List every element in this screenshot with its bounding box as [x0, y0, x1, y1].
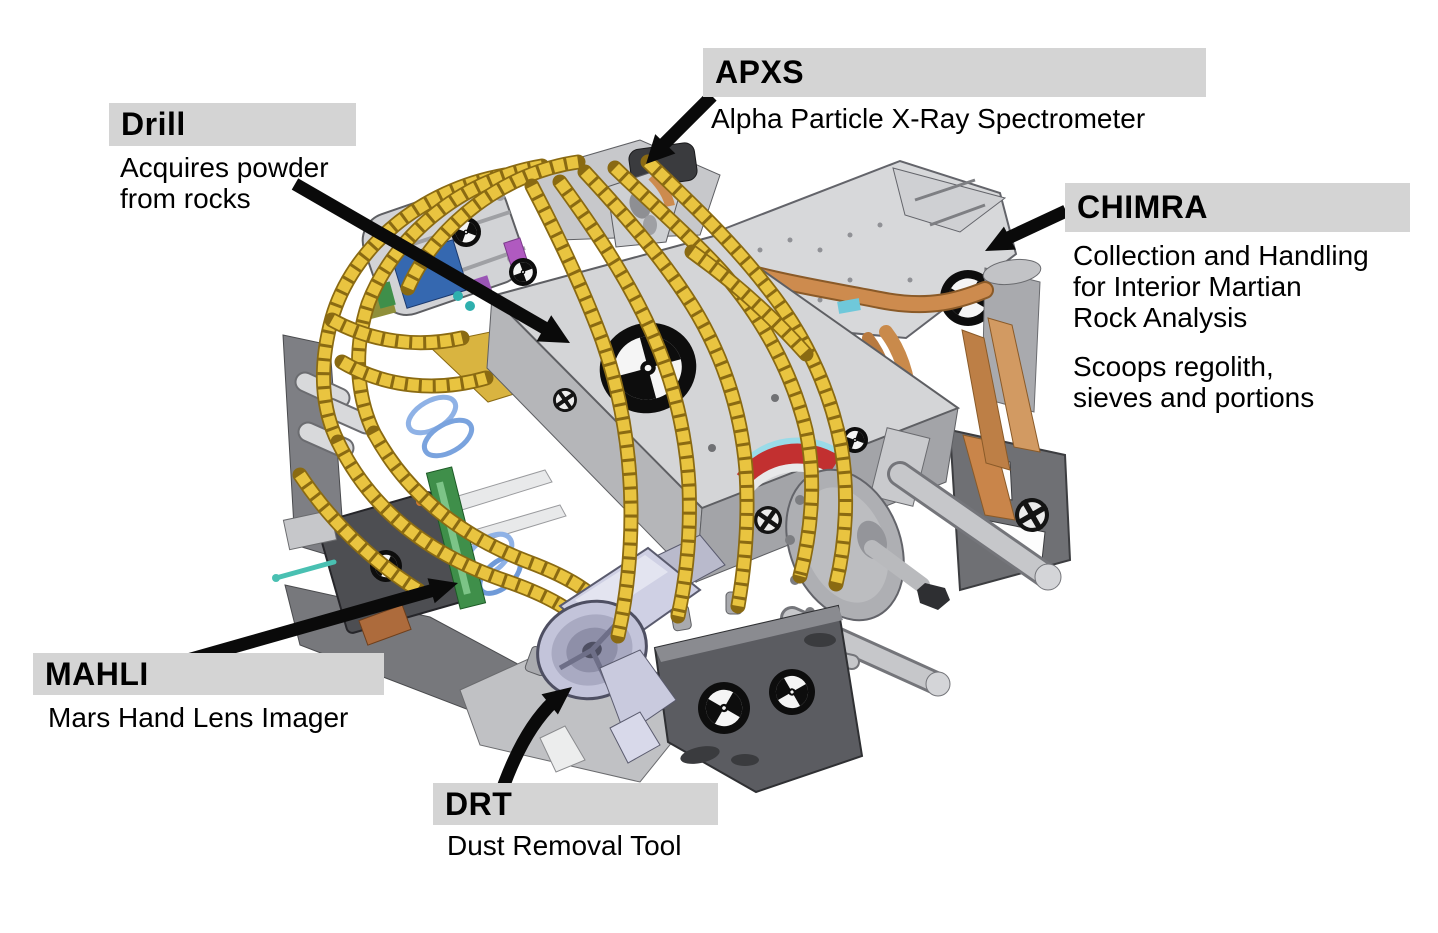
chimra-desc-line: for Interior Martian [1073, 271, 1302, 302]
apxs-desc-line: Alpha Particle X-Ray Spectrometer [711, 103, 1146, 134]
apxs-label: APXS Alpha Particle X-Ray Spectrometer [703, 48, 1206, 134]
bottom-bracket [653, 604, 864, 794]
drill-bit [917, 583, 950, 610]
apxs-label-description: Alpha Particle X-Ray Spectrometer [711, 103, 1206, 134]
chimra-label-description-2: Scoops regolith, sieves and portions [1073, 351, 1410, 413]
chimra-label-description: Collection and Handling for Interior Mar… [1073, 240, 1410, 333]
stabilizer-prong-tip [1034, 563, 1062, 591]
contact-probe [273, 559, 337, 581]
mahli-label-title: MAHLI [45, 655, 149, 692]
drill-label-bar: Drill [109, 103, 356, 146]
mahli-label: MAHLI Mars Hand Lens Imager [33, 653, 384, 733]
chimra-desc-line: Scoops regolith, [1073, 351, 1274, 382]
mahli-label-description: Mars Hand Lens Imager [48, 702, 384, 733]
drill-label-title: Drill [121, 106, 186, 142]
drill-label-description: Acquires powder from rocks [120, 152, 356, 214]
apxs-label-bar: APXS [703, 48, 1206, 97]
chimra-desc-line: sieves and portions [1073, 382, 1315, 413]
chimra-label: CHIMRA Collection and Handling for Inter… [1065, 183, 1410, 413]
drill-arrow [291, 178, 552, 336]
drt-label-title: DRT [445, 785, 513, 822]
chimra-label-bar: CHIMRA [1065, 183, 1410, 232]
chimra-label-title: CHIMRA [1077, 189, 1208, 225]
apxs-arrow [657, 91, 717, 151]
drt-desc-line: Dust Removal Tool [447, 830, 682, 861]
drt-label-description: Dust Removal Tool [447, 830, 718, 861]
mahli-desc-line: Mars Hand Lens Imager [48, 702, 349, 733]
chimra-desc-line: Collection and Handling [1073, 240, 1369, 271]
stabilizer-prong-tip [925, 671, 951, 697]
drill-label: Drill Acquires powder from rocks [109, 103, 356, 214]
mahli-label-bar: MAHLI [33, 653, 384, 695]
drt-label: DRT Dust Removal Tool [433, 783, 718, 861]
mahli-arrow [175, 583, 436, 670]
chimra-desc-line: Rock Analysis [1073, 302, 1248, 333]
annotation-arrows [175, 91, 1069, 802]
drill-desc-line: from rocks [120, 183, 251, 214]
chimra-arrow [1003, 205, 1069, 245]
apxs-label-title: APXS [715, 54, 805, 90]
drill-desc-line: Acquires powder [120, 152, 329, 183]
drt-label-bar: DRT [433, 783, 718, 825]
